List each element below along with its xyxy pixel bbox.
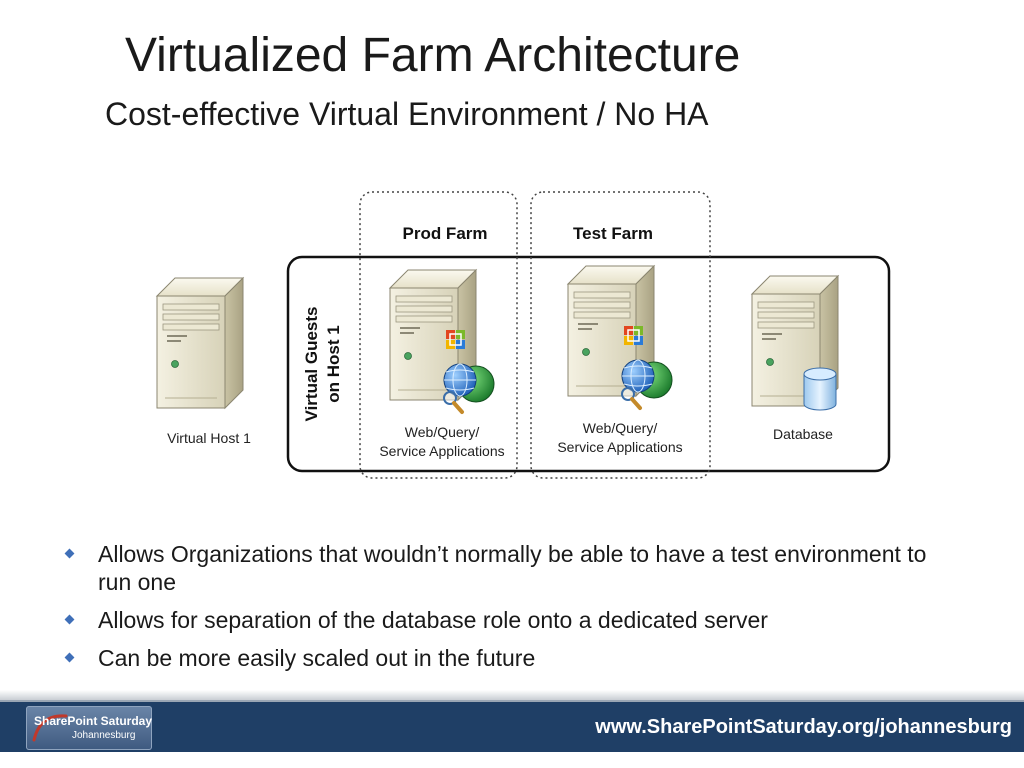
footer-bar: SharePoint Saturday Johannesburg www.Sha… <box>0 700 1024 754</box>
svg-text:on Host 1: on Host 1 <box>324 325 343 402</box>
database-cylinder-icon <box>803 367 837 411</box>
bullet-item: Allows for separation of the database ro… <box>60 606 960 634</box>
bullet-item: Can be more easily scaled out in the fut… <box>60 644 960 672</box>
prod-farm-label: Prod Farm <box>402 224 487 243</box>
bullet-list: Allows Organizations that wouldn’t norma… <box>60 540 960 682</box>
footer-shadow <box>0 690 1024 700</box>
globe-icon <box>442 362 496 414</box>
virtual-host-server-icon <box>156 277 244 409</box>
bottom-strip <box>0 752 1024 768</box>
sharepoint-saturday-logo: SharePoint Saturday Johannesburg <box>26 706 152 750</box>
bullet-text: Allows for separation of the database ro… <box>98 607 768 633</box>
test-farm-label: Test Farm <box>573 224 653 243</box>
footer-url-link[interactable]: www.SharePointSaturday.org/johannesburg <box>595 716 1012 738</box>
virtual-host-label: Virtual Host 1 <box>167 430 251 446</box>
virtual-guests-label: Virtual Guests on Host 1 <box>302 307 343 422</box>
diamond-bullet-icon <box>64 548 75 559</box>
globe-icon <box>620 358 674 410</box>
prod-server-label-line1: Web/Query/ <box>405 424 480 440</box>
prod-server-icon <box>389 269 496 414</box>
test-server-label-line1: Web/Query/ <box>583 420 658 436</box>
slide-subtitle: Cost-effective Virtual Environment / No … <box>105 96 709 132</box>
prod-farm-group <box>359 191 518 479</box>
test-server-label-line2: Service Applications <box>557 439 682 455</box>
diamond-bullet-icon <box>64 652 75 663</box>
slide-title: Virtualized Farm Architecture <box>125 29 741 82</box>
bullet-text: Allows Organizations that wouldn’t norma… <box>98 541 927 595</box>
bullet-text: Can be more easily scaled out in the fut… <box>98 645 536 671</box>
database-label: Database <box>773 426 833 442</box>
diamond-bullet-icon <box>64 614 75 625</box>
virtual-guests-container <box>286 255 891 473</box>
logo-text-line2: Johannesburg <box>72 730 136 741</box>
farm-architecture-diagram: Prod Farm Test Farm Virtual Guests on Ho… <box>156 191 891 479</box>
bullet-item: Allows Organizations that wouldn’t norma… <box>60 540 960 596</box>
svg-text:Virtual Guests: Virtual Guests <box>302 307 321 422</box>
swoosh-icon <box>32 714 68 742</box>
logo-text-line1: SharePoint Saturday <box>34 714 153 728</box>
database-server-icon <box>751 275 839 411</box>
prod-server-label-line2: Service Applications <box>379 443 504 459</box>
test-server-icon <box>567 265 674 410</box>
test-farm-group <box>530 191 711 479</box>
